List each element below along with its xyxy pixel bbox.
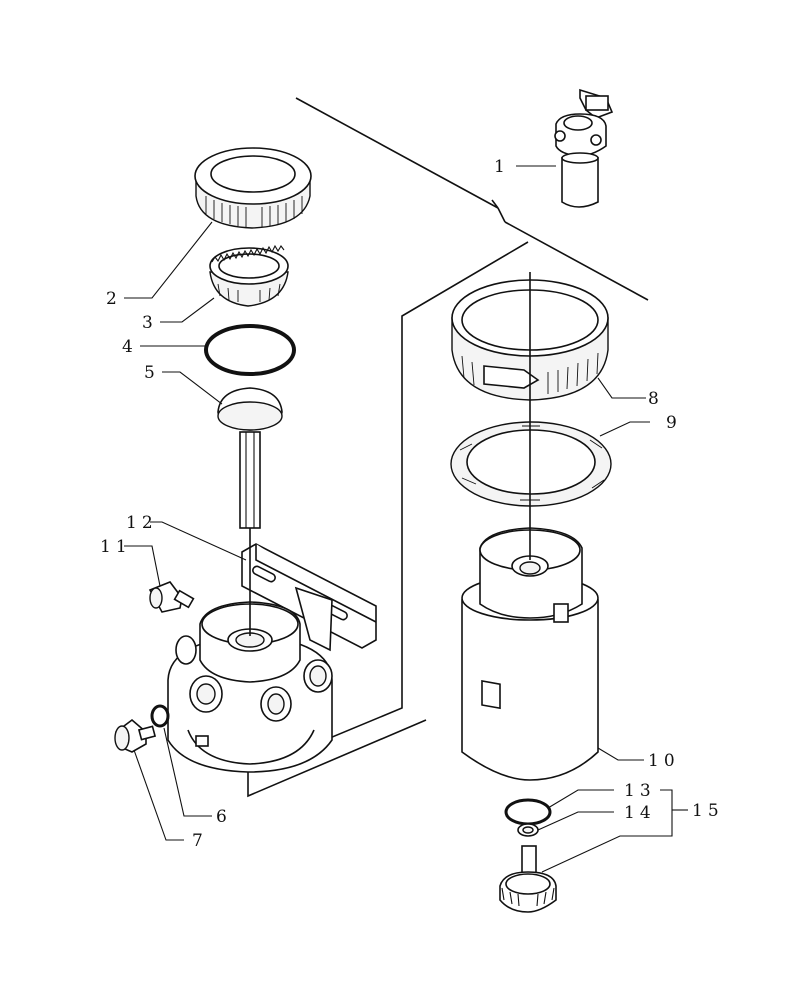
part-13-seal (504, 798, 552, 826)
part-7-bleed-screw (114, 718, 157, 753)
part-3-serrated-ring (209, 244, 289, 307)
callout-15: 15 (692, 801, 724, 821)
callout-7: 7 (192, 831, 208, 851)
callout-5: 5 (144, 363, 160, 383)
part-11-fitting (148, 581, 195, 613)
callout-6: 6 (216, 807, 232, 827)
callout-10: 10 (648, 751, 680, 771)
leader-lines (124, 165, 688, 873)
filter-head-body (167, 528, 333, 773)
callout-11: 11 (100, 537, 132, 557)
callout-4: 4 (122, 337, 138, 357)
part-10-filter-cartridge (461, 272, 599, 781)
callout-3: 3 (142, 313, 158, 333)
part-12-mounting-bracket (241, 543, 377, 652)
part-4-o-ring (204, 324, 296, 376)
callout-1: 1 (494, 157, 510, 177)
callout-13: 13 (624, 781, 656, 801)
callout-9: 9 (666, 413, 682, 433)
callout-14: 14 (624, 803, 656, 823)
part-5-dome-insert (217, 387, 283, 529)
part-2-ring-nut (194, 147, 312, 229)
part-6-seal-ring (150, 704, 170, 728)
part-14-washer (517, 823, 539, 837)
callout-8: 8 (648, 389, 664, 409)
callout-2: 2 (106, 289, 122, 309)
callout-12: 12 (126, 513, 158, 533)
callout-labels: 1 2 3 4 5 6 7 8 9 10 11 12 13 14 15 (100, 157, 724, 851)
part-1-assembled-filter (554, 88, 614, 208)
drain-valve (499, 845, 557, 913)
part-9-gasket (450, 421, 612, 507)
